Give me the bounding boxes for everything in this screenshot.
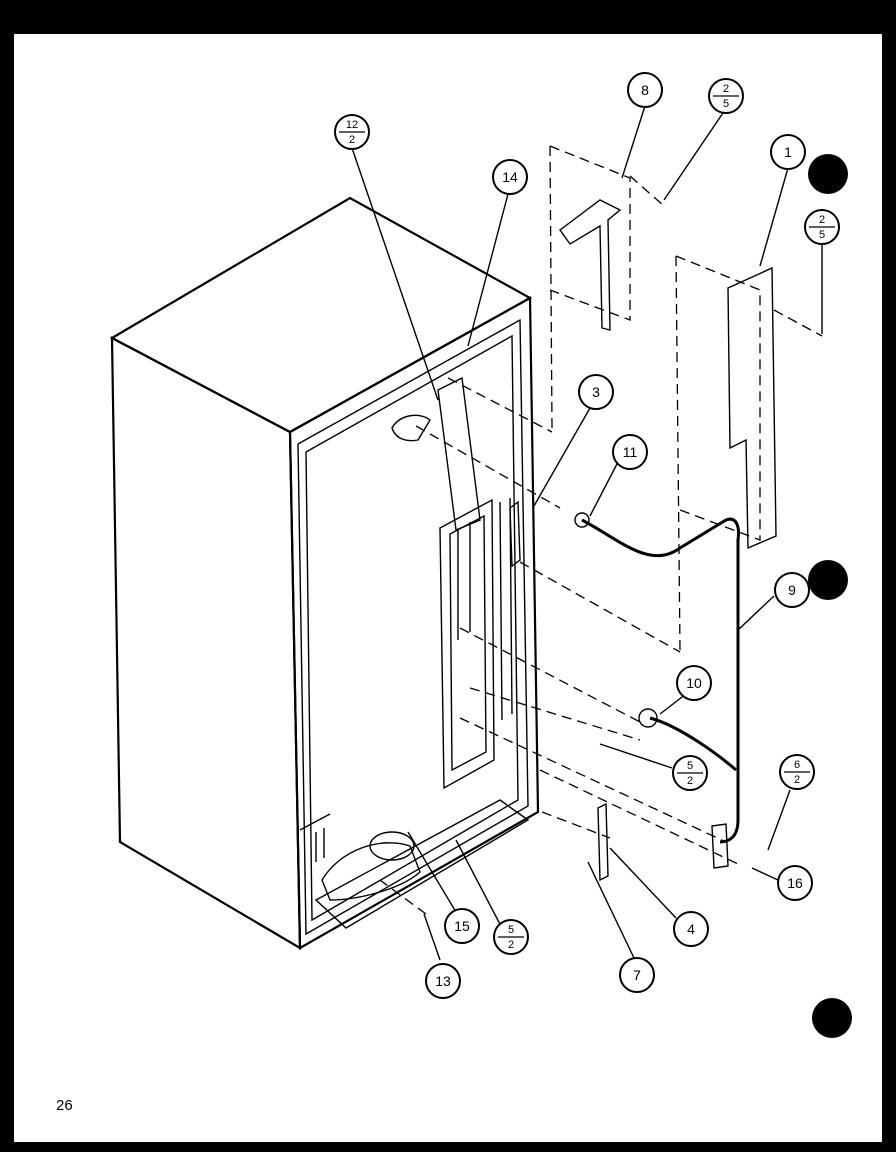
callout-14: 14 — [492, 159, 528, 195]
callout-5-2-mid: 5 2 — [672, 755, 708, 791]
callout-2-5-top: 2 5 — [708, 78, 744, 114]
punch-hole-top — [808, 154, 848, 194]
callout-8: 8 — [627, 72, 663, 108]
svg-text:2: 2 — [794, 774, 800, 786]
callout-11: 11 — [612, 434, 648, 470]
svg-text:11: 11 — [623, 444, 638, 460]
svg-text:5: 5 — [723, 98, 729, 110]
svg-text:2: 2 — [723, 83, 729, 95]
leader-lines — [351, 105, 823, 961]
svg-text:5: 5 — [819, 229, 825, 241]
compressor — [314, 799, 530, 929]
callout-15: 15 — [444, 908, 480, 944]
callout-4: 4 — [673, 911, 709, 947]
svg-text:5: 5 — [687, 760, 693, 772]
punch-hole-bottom — [812, 998, 852, 1038]
callout-6-2: 6 2 — [779, 754, 815, 790]
callout-10: 10 — [676, 665, 712, 701]
callout-2-5-right: 2 5 — [804, 209, 840, 245]
callout-9: 9 — [774, 572, 810, 608]
svg-text:2: 2 — [508, 939, 514, 951]
callout-13: 13 — [425, 963, 461, 999]
callout-3: 3 — [578, 374, 614, 410]
svg-text:8: 8 — [641, 82, 649, 98]
svg-text:7: 7 — [633, 967, 641, 983]
svg-text:2: 2 — [349, 134, 355, 146]
svg-text:6: 6 — [794, 759, 800, 771]
exploded-panels — [379, 145, 823, 915]
cabinet — [109, 196, 540, 950]
svg-text:5: 5 — [508, 924, 514, 936]
callout-16: 16 — [777, 865, 813, 901]
svg-text:2: 2 — [687, 775, 693, 787]
svg-text:3: 3 — [592, 384, 600, 400]
svg-text:12: 12 — [346, 119, 358, 131]
svg-text:9: 9 — [788, 582, 796, 598]
svg-text:1: 1 — [784, 144, 792, 160]
svg-text:13: 13 — [435, 973, 451, 989]
punch-hole-middle — [808, 560, 848, 600]
svg-text:2: 2 — [819, 214, 825, 226]
tube-assembly — [574, 512, 740, 882]
callout-12-2: 12 2 — [334, 114, 370, 150]
callout-7: 7 — [619, 957, 655, 993]
condenser-tubing — [299, 376, 521, 862]
svg-text:4: 4 — [687, 921, 695, 937]
callout-1: 1 — [770, 134, 806, 170]
callout-5-2-bottom: 5 2 — [493, 919, 529, 955]
page-number: 26 — [56, 1097, 73, 1114]
svg-text:16: 16 — [787, 875, 803, 891]
svg-text:15: 15 — [454, 918, 470, 934]
svg-text:14: 14 — [502, 169, 518, 185]
svg-text:10: 10 — [686, 675, 702, 691]
